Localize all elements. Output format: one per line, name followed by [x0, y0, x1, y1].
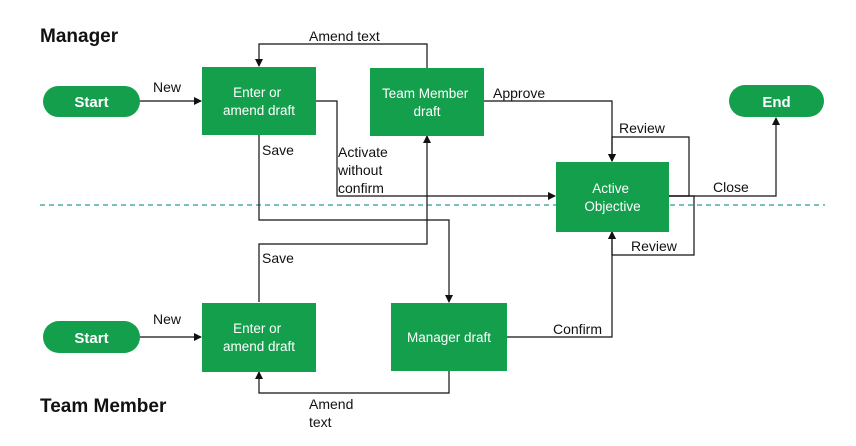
edge-confirm [507, 231, 616, 338]
edge-label-tm-new: New [153, 311, 182, 327]
edge-close [669, 117, 780, 197]
node-manager-enter-amend-line-1: Enter or [233, 85, 282, 100]
edge-approve [484, 100, 616, 162]
edge-label-activate: Activate without confirm [337, 144, 392, 196]
edge-label-tm-save: Save [262, 250, 294, 266]
edge-label-close: Close [713, 179, 749, 195]
node-active-objective: Active Objective [556, 162, 669, 232]
edge-label-tm-amend-text: Amend text [309, 396, 357, 430]
node-manager-end: End [729, 85, 824, 117]
node-manager-draft: Manager draft [391, 303, 507, 371]
edge-label-activate-line-3: confirm [338, 180, 384, 196]
edge-mgr-amend-text [255, 43, 428, 68]
node-manager-enter-amend-line-2: amend draft [223, 103, 295, 118]
svg-text:Enter or amend draft: Enter or amend draft [223, 321, 295, 354]
node-team-member-enter-amend-draft: Enter or amend draft [202, 303, 316, 372]
node-team-member-start: Start [43, 321, 140, 353]
edge-label-mgr-amend-text: Amend text [309, 28, 380, 44]
edge-label-confirm: Confirm [553, 321, 602, 337]
edge-label-approve: Approve [493, 85, 545, 101]
lane-title-manager: Manager [40, 26, 119, 47]
edge-label-mgr-save: Save [262, 142, 294, 158]
edge-tm-save [258, 135, 431, 302]
node-manager-enter-amend-draft: Enter or amend draft [202, 67, 316, 135]
edge-tm-amend-text [255, 371, 450, 394]
svg-text:Enter or amend draft: Enter or amend draft [223, 85, 295, 118]
node-active-objective-line-1: Active [592, 181, 629, 196]
node-team-member-enter-amend-line-1: Enter or [233, 321, 282, 336]
edge-label-review-top: Review [619, 120, 666, 136]
edge-label-review-bottom: Review [631, 238, 678, 254]
edge-mgr-save [258, 135, 453, 303]
node-team-member-draft-line-2: draft [413, 104, 440, 119]
edge-label-activate-line-1: Activate [338, 144, 388, 160]
node-manager-draft-label: Manager draft [407, 330, 491, 345]
edge-label-mgr-new: New [153, 79, 182, 95]
node-manager-start-label: Start [74, 94, 108, 111]
svg-text:Team Member draft: Team Member draft [382, 86, 472, 119]
lane-title-team-member: Team Member [40, 396, 167, 417]
node-team-member-draft-line-1: Team Member [382, 86, 469, 101]
node-active-objective-line-2: Objective [584, 199, 640, 214]
node-manager-end-label: End [762, 94, 790, 111]
svg-text:Active Objective: Active Objective [584, 181, 640, 214]
edge-label-activate-line-2: without [337, 162, 382, 178]
node-manager-start: Start [43, 86, 140, 117]
edge-activate-without-confirm [316, 100, 556, 200]
node-team-member-start-label: Start [74, 330, 108, 347]
edge-label-tm-amend-text-line-1: Amend [309, 396, 353, 412]
edge-label-tm-amend-text-line-2: text [309, 414, 332, 430]
node-team-member-enter-amend-line-2: amend draft [223, 339, 295, 354]
node-team-member-draft: Team Member draft [370, 68, 484, 136]
